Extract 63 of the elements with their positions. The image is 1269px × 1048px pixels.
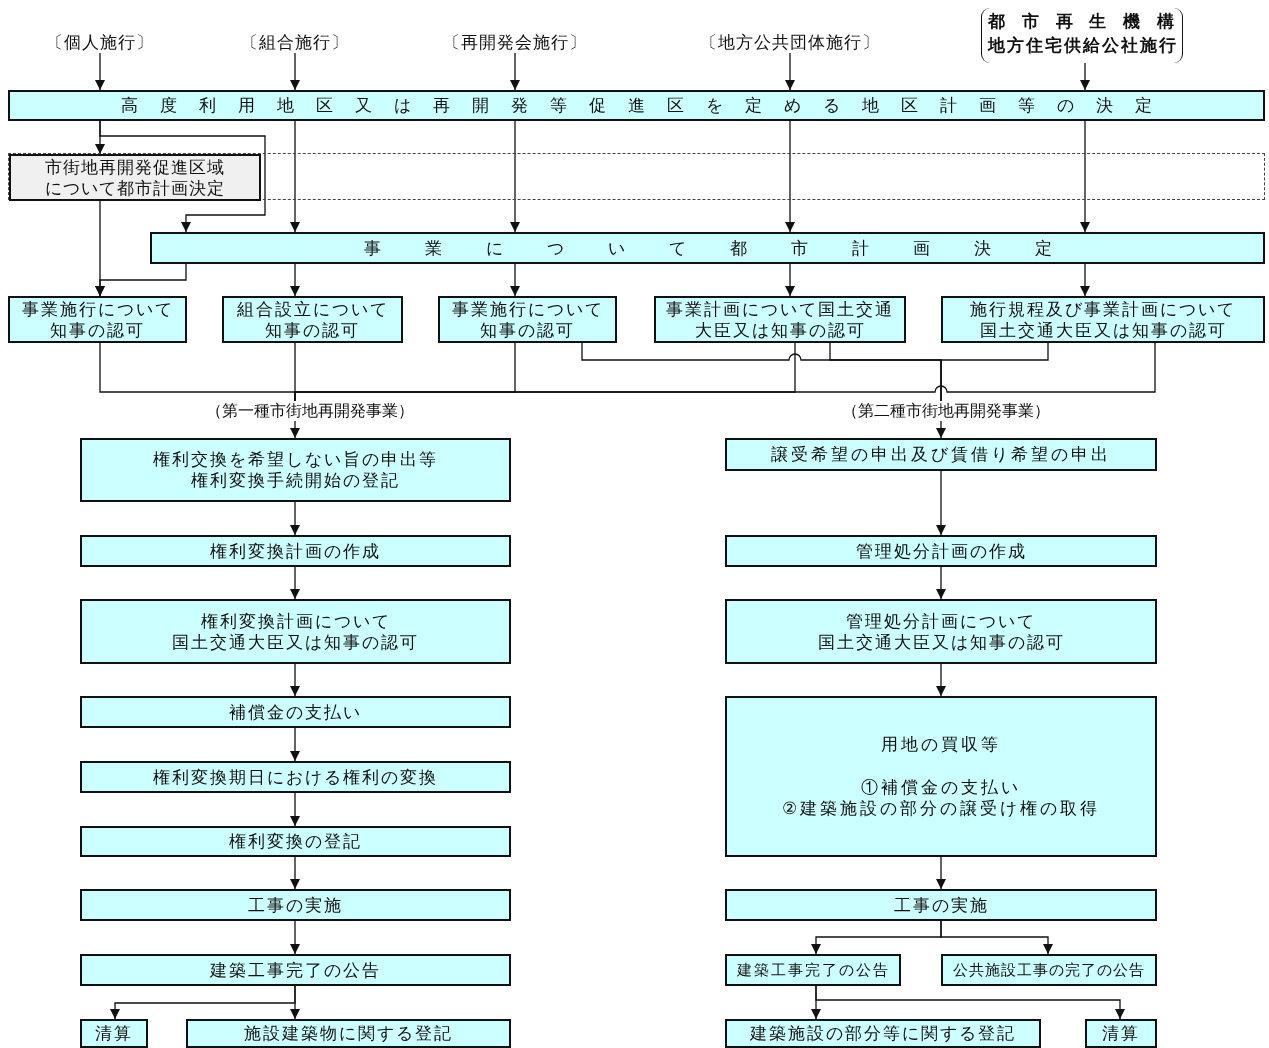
arrow: [936, 663, 946, 697]
process-box: 高度利用地区又は再開発等促進区を定める地区計画等の決定: [8, 90, 1265, 121]
process-box: 建築工事完了の公告: [80, 954, 511, 986]
arrow: [290, 727, 300, 762]
arrow: [95, 52, 105, 91]
process-box: 補償金の支払い: [80, 696, 511, 728]
arrow: [785, 120, 795, 233]
arrow: [290, 420, 300, 439]
process-box: 事業施行について知事の認可: [8, 296, 187, 343]
arrow: [290, 663, 300, 697]
process-box: 管理処分計画の作成: [725, 535, 1157, 567]
arrow: [290, 120, 300, 233]
process-box: 工事の実施: [725, 889, 1157, 921]
arrow: [936, 566, 946, 600]
bracketed-label: 都市再生機構地方住宅供給公社施行: [981, 8, 1183, 63]
arrow: [290, 985, 300, 1020]
process-box: [725, 696, 1157, 857]
arrow: [99, 120, 266, 233]
arrow: [1080, 263, 1090, 297]
arrow: [290, 52, 300, 91]
process-box: 権利変換計画について国土交通大臣又は知事の認可: [80, 599, 511, 664]
process-box: 施行規程及び事業計画について国土交通大臣又は知事の認可: [941, 296, 1265, 343]
process-box: 清算: [1085, 1019, 1157, 1048]
arrow: [940, 920, 1053, 955]
process-box: 権利変換期日における権利の変換: [80, 761, 511, 793]
arrow: [510, 52, 520, 91]
process-box: 権利変換計画の作成: [80, 535, 511, 567]
arrow: [290, 792, 300, 827]
arrow: [510, 120, 520, 233]
process-box: 建築工事完了の公告: [725, 954, 901, 986]
arrow: [290, 501, 300, 536]
process-box: 譲受希望の申出及び賃借り希望の申出: [725, 438, 1157, 471]
arrow: [936, 420, 946, 439]
arrow: [785, 263, 795, 297]
process-box: 権利交換を希望しない旨の申出等権利変換手続開始の登記: [80, 438, 511, 502]
arrow: [785, 52, 795, 91]
process-box: 組合設立について知事の認可: [222, 296, 403, 343]
process-box: 建築施設の部分等に関する登記: [725, 1019, 1041, 1048]
process-box: 市街地再開発促進区域について都市計画決定: [9, 154, 261, 201]
process-box: 事業について都市計画決定: [150, 232, 1265, 264]
arrow: [290, 920, 300, 955]
process-box: 施設建築物に関する登記: [186, 1019, 511, 1048]
box-heading: 用地の買収等: [881, 734, 1001, 755]
process-box: 権利変換の登記: [80, 826, 511, 857]
arrow: [1080, 62, 1090, 91]
process-box: 事業計画について国土交通大臣又は知事の認可: [654, 296, 906, 343]
process-box: 公共施設工事の完了の公告: [941, 954, 1157, 986]
arrow: [815, 985, 1125, 1020]
arrow: [1080, 120, 1090, 233]
process-box: 管理処分計画について国土交通大臣又は知事の認可: [725, 599, 1157, 664]
process-box: 清算: [80, 1019, 148, 1048]
dashed-band: [8, 153, 1265, 200]
arrow: [290, 566, 300, 600]
connector-line: [940, 342, 1049, 402]
box-text: ①補償金の支払い②建築施設の部分の譲受け権の取得: [782, 777, 1100, 819]
arrow: [510, 263, 520, 297]
arrow: [95, 263, 187, 297]
arrow: [936, 856, 946, 890]
process-box: 事業施行について知事の認可: [438, 296, 617, 343]
process-box: 工事の実施: [80, 889, 511, 921]
arrow: [290, 263, 300, 297]
arrow: [290, 856, 300, 890]
arrow: [936, 470, 946, 536]
